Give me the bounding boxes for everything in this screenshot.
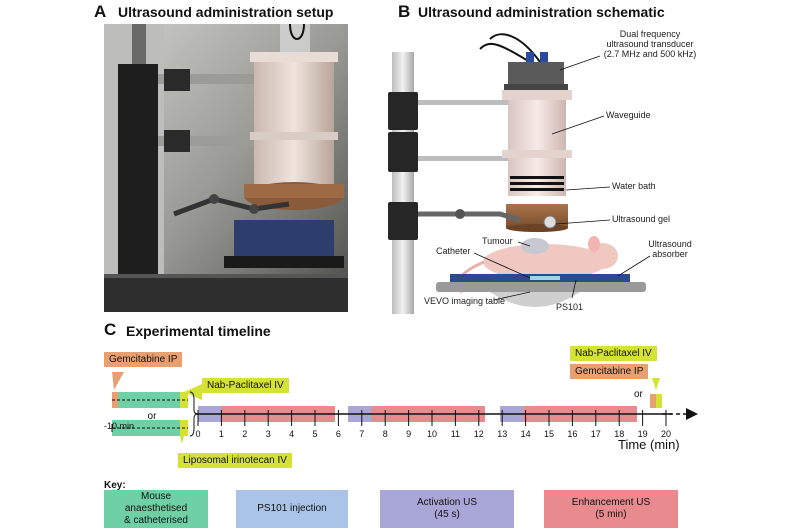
absorber-label-line1: Ultrasound <box>648 239 692 249</box>
right-gemcitabine-tag: Gemcitabine IP <box>570 364 649 379</box>
liposomal-irinotecan-iv-tag: Liposomal irinotecan IV <box>178 453 292 468</box>
axis-tick-label: 11 <box>451 429 460 439</box>
axis-arrow <box>686 408 698 420</box>
axis-tick-label: 1 <box>219 429 224 439</box>
setup-photo <box>104 24 348 312</box>
axis-tick-label: 13 <box>497 429 507 439</box>
right-nab-paclitaxel-tag: Nab-Paclitaxel IV <box>570 346 657 361</box>
pre-phase-box-top <box>112 392 180 408</box>
panel-b-letter: B <box>398 2 411 21</box>
panel-a-title: Ultrasound administration setup <box>118 4 334 20</box>
end-nab-marker <box>656 394 662 408</box>
key-enhancement-line2: (5 min) <box>595 509 627 520</box>
axis-tick-label: 2 <box>242 429 247 439</box>
or-label: or <box>148 411 158 422</box>
end-gemcitabine-marker <box>650 394 660 408</box>
transducer-label-line2: ultrasound transducer <box>606 39 694 49</box>
panel-a-letter: A <box>94 2 107 21</box>
panel-c-title: Experimental timeline <box>126 323 271 339</box>
right-or-label: or <box>634 389 643 400</box>
key-ps101-label: PS101 injection <box>257 503 327 514</box>
axis-tick-label: 12 <box>474 429 484 439</box>
axis-tick-label: 0 <box>195 429 200 439</box>
nab-paclitaxel-pointer <box>184 384 202 400</box>
start-tick-label: -10 min <box>104 421 135 431</box>
water-bath-label: Water bath <box>612 181 656 191</box>
axis-tick-label: 16 <box>567 429 577 439</box>
absorber-label: Ultrasound absorber <box>640 239 700 259</box>
key-activation-line2: (45 s) <box>434 509 460 520</box>
axis-tick-label: 5 <box>312 429 317 439</box>
catheter-label: Catheter <box>436 246 471 256</box>
key-activation-line1: Activation US <box>416 497 478 508</box>
axis-tick-label: 19 <box>638 429 648 439</box>
axis-tick-label: 7 <box>359 429 364 439</box>
axis-tick-label: 9 <box>406 429 411 439</box>
axis-tick-label: 3 <box>266 429 271 439</box>
tumour-label: Tumour <box>482 236 513 246</box>
transducer-label-line1: Dual frequency <box>619 29 681 39</box>
key-activation: Activation US (45 s) <box>380 490 514 528</box>
gemcitabine-pointer <box>112 372 124 390</box>
key-title: Key: <box>104 480 126 491</box>
key-ps101: PS101 injection <box>236 490 348 528</box>
axis-tick-label: 20 <box>661 429 671 439</box>
axis-label: Time (min) <box>618 437 680 452</box>
key-mouse: Mouse anaesthetised & catheterised <box>104 490 208 528</box>
axis-tick-label: 18 <box>614 429 624 439</box>
schematic-diagram <box>388 33 651 314</box>
right-nab-pointer <box>652 378 660 390</box>
nab-paclitaxel-iv-tag: Nab-Paclitaxel IV <box>202 378 289 393</box>
key-mouse-line1: Mouse <box>140 491 171 502</box>
axis-tick-label: 6 <box>336 429 341 439</box>
key-mouse-line2: anaesthetised <box>124 503 188 514</box>
ultrasound-gel-label: Ultrasound gel <box>612 214 671 224</box>
axis-tick-label: 4 <box>289 429 294 439</box>
gemcitabine-ip-tag: Gemcitabine IP <box>104 352 183 367</box>
axis-tick-label: 17 <box>591 429 601 439</box>
key-enhancement-line1: Enhancement US <box>571 497 651 508</box>
panel-b-title: Ultrasound administration schematic <box>418 4 665 20</box>
ps101-label: PS101 <box>556 302 584 312</box>
axis-tick-label: 15 <box>544 429 554 439</box>
key-mouse-line3: & catheterised <box>124 515 188 526</box>
axis-tick-label: 14 <box>521 429 531 439</box>
transducer-label-line3: (2.7 MHz and 500 kHz) <box>603 49 697 59</box>
axis-tick-label: 8 <box>383 429 388 439</box>
waveguide-label: Waveguide <box>606 110 651 120</box>
panel-c-letter: C <box>104 320 117 339</box>
absorber-label-line2: absorber <box>652 249 688 259</box>
transducer-label: Dual frequency ultrasound transducer (2.… <box>600 29 700 59</box>
key-enhancement: Enhancement US (5 min) <box>544 490 678 528</box>
vevo-label: VEVO imaging table <box>424 296 506 306</box>
pre-phase-box-bottom <box>112 420 180 436</box>
axis-tick-label: 10 <box>427 429 437 439</box>
